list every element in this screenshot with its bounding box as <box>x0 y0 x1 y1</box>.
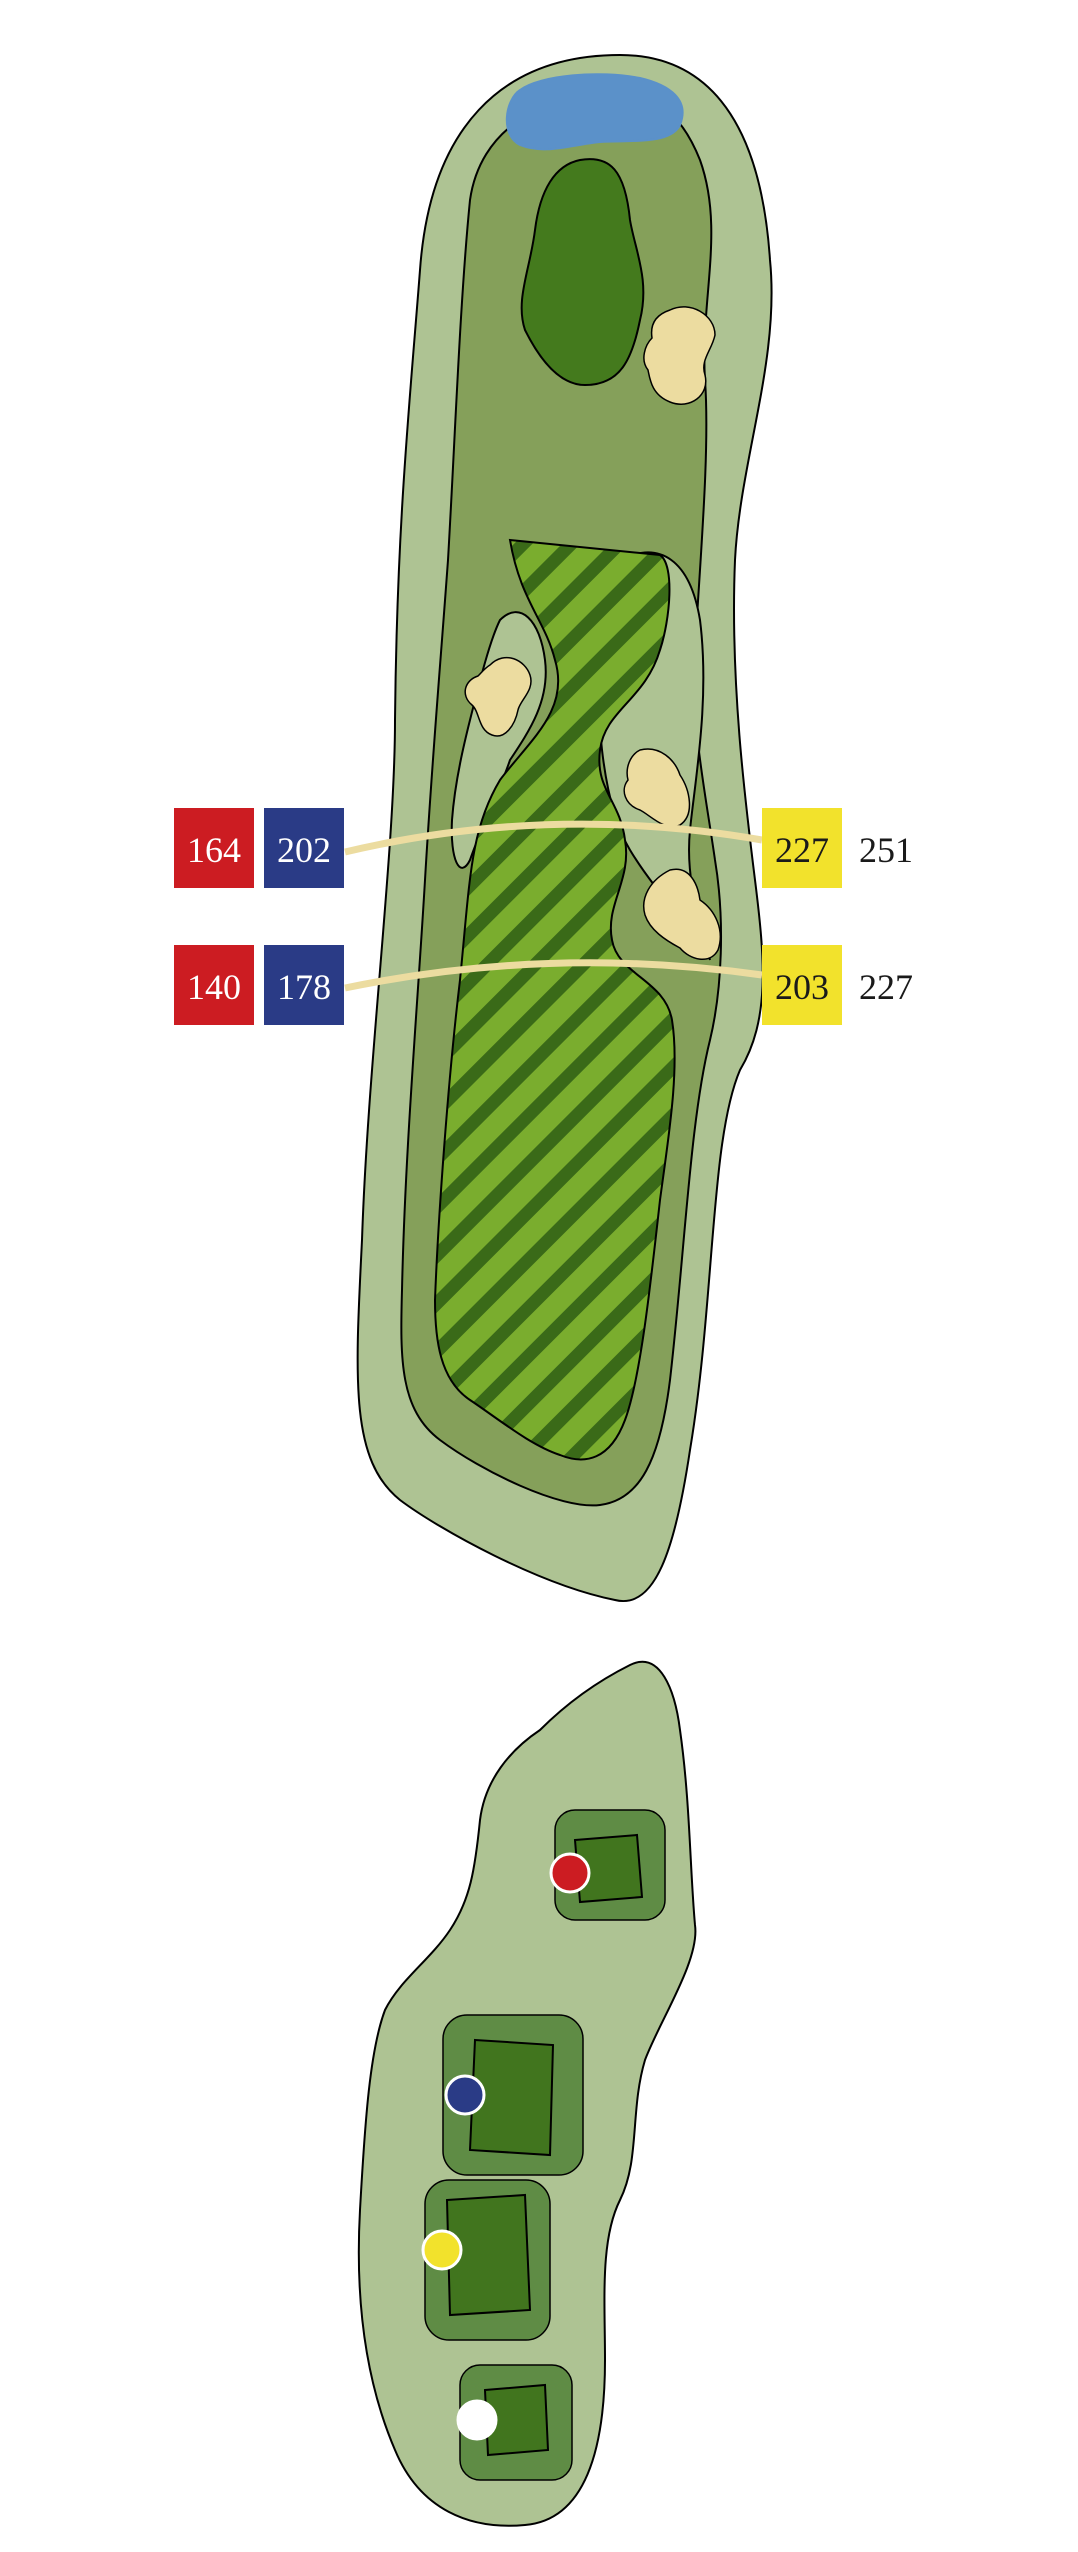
yardage-badge-yellow <box>762 808 842 888</box>
yardage-value-white: 251 <box>859 830 913 870</box>
yardage-value-blue: 178 <box>277 967 331 1007</box>
yardage-line-1 <box>344 820 763 856</box>
bunker <box>643 306 716 405</box>
yardage-row-2: 140 178 203 227 <box>174 945 913 1025</box>
tee-box-yellow <box>445 2193 532 2317</box>
yardage-value-white: 227 <box>859 967 913 1007</box>
yardage-value-red: 164 <box>187 830 241 870</box>
yardage-value-yellow: 227 <box>775 830 829 870</box>
bunker <box>464 656 532 737</box>
fairway-landing-zone <box>433 538 676 1461</box>
yardage-value-yellow: 203 <box>775 967 829 1007</box>
yardage-badge-blue <box>264 808 344 888</box>
tee-marker-red[interactable] <box>549 1852 591 1894</box>
yardage-badge-yellow <box>762 945 842 1025</box>
bunker <box>623 748 691 828</box>
yardage-badge-blue <box>264 945 344 1025</box>
yardage-badge-red <box>174 945 254 1025</box>
yardage-value-blue: 202 <box>277 830 331 870</box>
tee-marker-white[interactable] <box>456 2399 498 2441</box>
putting-green <box>520 158 645 387</box>
bunker <box>643 868 721 960</box>
tee-marker-blue[interactable] <box>444 2074 486 2116</box>
yardage-line-2 <box>344 959 763 992</box>
yardage-row-1: 164 202 227 251 <box>174 808 913 888</box>
yardage-badge-red <box>174 808 254 888</box>
tee-marker-yellow[interactable] <box>421 2229 463 2271</box>
yardage-value-red: 140 <box>187 967 241 1007</box>
water-hazard <box>505 73 684 151</box>
